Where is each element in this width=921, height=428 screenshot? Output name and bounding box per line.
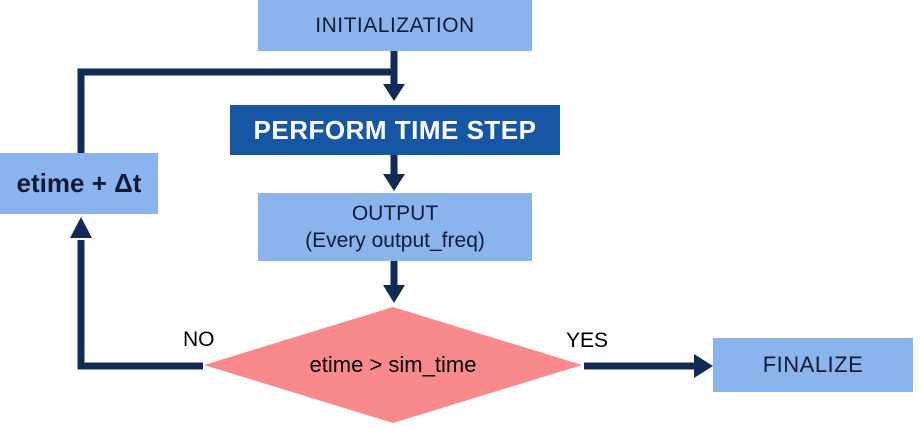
node-output-sublabel: (Every output_freq) [305, 229, 485, 252]
node-increment-etime-label: etime + Δt [16, 168, 142, 198]
node-perform-time-step-label: PERFORM TIME STEP [253, 114, 537, 145]
node-finalize: FINALIZE [713, 338, 913, 392]
arrow-no-to-increment [77, 240, 203, 370]
node-increment-etime: etime + Δt [0, 153, 158, 214]
loop-return-line [77, 68, 397, 153]
arrowhead-output-to-decision [383, 285, 405, 303]
arrowhead-yes-to-finalize [694, 354, 713, 378]
node-initialization: INITIALIZATION [258, 0, 532, 51]
node-initialization-label: INITIALIZATION [315, 13, 475, 37]
branch-label-no: NO [183, 328, 215, 351]
branch-label-yes: YES [566, 329, 609, 352]
node-perform-time-step: PERFORM TIME STEP [230, 105, 560, 155]
arrowhead-no-to-increment [70, 217, 92, 238]
node-finalize-label: FINALIZE [762, 352, 864, 377]
node-output: OUTPUT (Every output_freq) [258, 193, 532, 261]
arrowhead-perform-to-output [383, 174, 405, 191]
arrowhead-init-to-perform [383, 84, 405, 101]
decision-condition-label: etime > sim_time [309, 352, 477, 377]
decision-diamond [204, 307, 582, 423]
node-output-label: OUTPUT [351, 201, 439, 225]
